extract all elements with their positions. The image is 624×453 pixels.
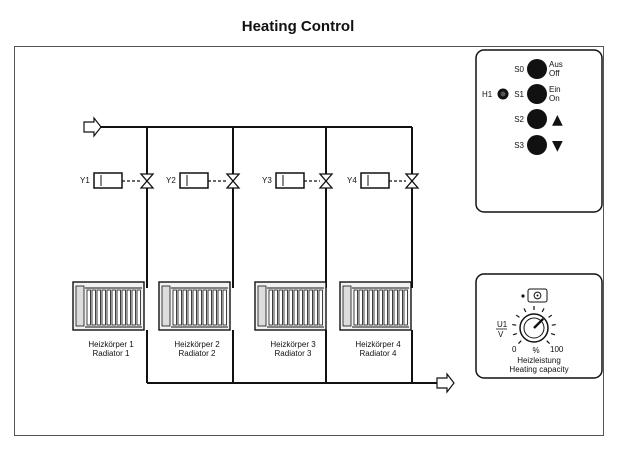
control-panel [475, 49, 603, 213]
radiator-label-en: Radiator 3 [275, 349, 312, 358]
push-button[interactable] [527, 84, 547, 104]
valve-actuator[interactable] [275, 172, 305, 189]
capacity-dial[interactable] [512, 306, 556, 344]
valve-icon[interactable] [139, 173, 155, 189]
dial-tick [512, 332, 518, 336]
radiator-3 [254, 281, 327, 331]
button-text-de: Ein [549, 85, 561, 94]
dial-tick [515, 314, 520, 318]
valve-icon[interactable] [404, 173, 420, 189]
radiator-label-en: Radiator 1 [93, 349, 130, 358]
radiator-label-en: Radiator 2 [179, 349, 216, 358]
push-button[interactable] [527, 135, 547, 155]
diagram-title: Heating Control [241, 18, 355, 35]
button-id-label: S3 [514, 141, 524, 150]
radiator-label-en: Radiator 4 [360, 349, 397, 358]
valve-actuator[interactable] [179, 172, 209, 189]
dial-tick [551, 323, 556, 326]
push-button[interactable] [527, 59, 547, 79]
valve-icon[interactable] [318, 173, 334, 189]
radiator-2 [158, 281, 231, 331]
dial-knob-ring [523, 317, 545, 339]
indicator-lamp-h1: H1 [482, 88, 509, 100]
capacity-caption-en: Heating capacity [509, 365, 568, 374]
radiator-label-de: Heizkörper 4 [355, 340, 401, 349]
valve-label: Y3 [262, 176, 272, 185]
valve-icon[interactable] [225, 173, 241, 189]
lamp-label: H1 [482, 90, 493, 99]
scale-unit-label: % [532, 346, 539, 355]
valve-label: Y1 [80, 176, 90, 185]
button-text-en: On [549, 94, 560, 103]
push-button[interactable] [527, 109, 547, 129]
dial-pointer [533, 317, 545, 329]
valve-label: Y2 [166, 176, 176, 185]
valve-label: Y4 [347, 176, 357, 185]
radiator-label-de: Heizkörper 2 [174, 340, 220, 349]
radiator-4 [339, 281, 412, 331]
return-outlet-arrow [436, 372, 455, 394]
signal-label: U1 [497, 320, 508, 329]
arrow-up-icon: ▲ [552, 112, 563, 128]
scale-max-label: 100 [550, 345, 564, 354]
panel-button-s3[interactable]: S3 ▼ [514, 135, 563, 155]
dial-tick [523, 308, 527, 313]
scale-min-label: 0 [512, 345, 517, 354]
dial-tick [518, 340, 522, 344]
unit-label: V [498, 330, 504, 339]
dial-tick [546, 340, 550, 344]
panel-button-s2[interactable]: S2 ▲ [514, 109, 563, 129]
diagram-frame [14, 46, 604, 436]
radiator-label-de: Heizkörper 1 [88, 340, 134, 349]
radiator-1 [72, 281, 145, 331]
dial-tick [548, 314, 553, 318]
dial-tick [512, 323, 517, 326]
radiator-label-de: Heizkörper 3 [270, 340, 316, 349]
button-id-label: S2 [514, 115, 524, 124]
valve-actuator[interactable] [93, 172, 123, 189]
dial-tick [550, 332, 556, 336]
signal-input-icon [521, 288, 548, 303]
supply-inlet-arrow [83, 116, 102, 138]
button-text-de: Aus [549, 60, 563, 69]
capacity-caption-de: Heizleistung [517, 356, 561, 365]
button-text-en: Off [549, 69, 560, 78]
dial-tick [541, 308, 545, 313]
button-id-label: S1 [514, 90, 524, 99]
button-id-label: S0 [514, 65, 524, 74]
arrow-down-icon: ▼ [552, 138, 563, 154]
valve-actuator[interactable] [360, 172, 390, 189]
